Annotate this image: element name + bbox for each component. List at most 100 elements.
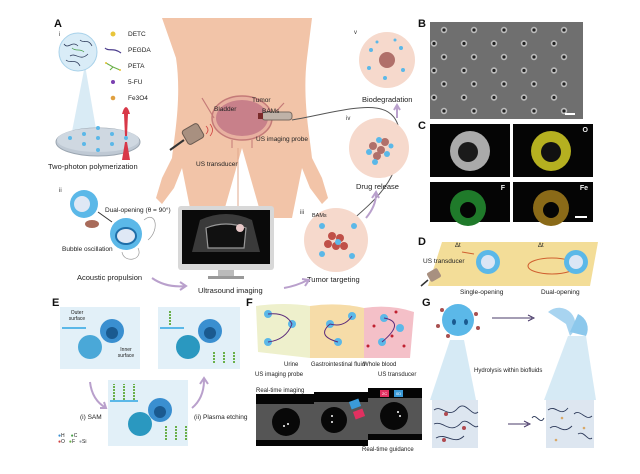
us-frame-2 (314, 392, 368, 446)
e-untreated-drawing (62, 319, 124, 359)
step-iv-caption: Drug release (356, 182, 399, 191)
legend-item: PEGDA (104, 42, 151, 58)
step-v-caption: Biodegradation (362, 95, 413, 104)
microstructure-opening (462, 41, 466, 46)
us-frame-1-drawing (256, 404, 314, 440)
microstructure-opening (552, 95, 556, 100)
atom-si: ●Si (79, 439, 87, 445)
panel-g-label: G (422, 297, 431, 309)
step-iv-numeral: iv (346, 116, 351, 122)
microstructure-opening (562, 109, 566, 113)
legend-label: DETC (128, 30, 146, 38)
microstructure-opening (492, 41, 496, 46)
panel-b-label: B (418, 18, 426, 30)
microstructure-opening (492, 68, 496, 73)
step-iii-caption: Tumor targeting (307, 275, 360, 284)
microstructure-opening (532, 82, 536, 86)
element-label-o: O (582, 127, 588, 134)
microstructure-opening (522, 68, 526, 73)
panel-f-label: F (246, 297, 253, 309)
microstructure-opening (432, 41, 436, 46)
f-us-transducer-label: US transducer (378, 372, 417, 378)
microstructure-opening (432, 95, 436, 100)
delta-t-single: Δt (455, 243, 461, 249)
microstructure-opening (552, 41, 556, 46)
inner-surface-label: Inner surface (117, 347, 135, 359)
atom-c: ●C (70, 433, 78, 439)
us-frame-1 (256, 394, 314, 446)
outer-surface-label: Outer surface (68, 310, 86, 322)
legend-label: Fe3O4 (128, 94, 148, 102)
microstructure-opening (522, 41, 526, 46)
microstructure-opening (472, 55, 476, 59)
structure-yellow (531, 131, 571, 171)
legend-item: Fe3O4 (104, 90, 151, 106)
microstructure-opening (562, 28, 566, 32)
plasma-etching-label: (ii) Plasma etching (194, 414, 248, 421)
tumor-targeting-circle (304, 208, 368, 272)
step-i-caption: Two-photon polymerization (48, 162, 138, 171)
structure-gray (450, 131, 490, 171)
bladder-label: Bladder (214, 106, 237, 113)
e-untreated-panel: Outer surface Inner surface (60, 307, 140, 369)
panel-c-label: C (418, 120, 426, 132)
microstructure-opening (562, 55, 566, 59)
scale-bar (575, 216, 587, 218)
arrow-to-targeting-icon (283, 278, 311, 289)
microstructure-opening (492, 95, 496, 100)
arrow-to-monitor-icon (151, 277, 188, 291)
bams-label: BAMs (262, 108, 280, 115)
microstructure-opening (442, 55, 446, 59)
microstructure-opening (502, 82, 506, 86)
detc-dot-icon (110, 31, 116, 37)
d-transducer-icon (420, 268, 441, 287)
step-v-numeral: v (354, 30, 357, 36)
e-sam-drawing (110, 384, 187, 440)
single-opening-label: Single-opening (460, 289, 504, 296)
atom-h: ●H (58, 433, 65, 439)
hydrolysis-caption: Hydrolysis within biofluids (474, 368, 543, 374)
realtime-guidance-label: Real-time guidance (362, 447, 414, 453)
propulsion-plane (428, 242, 598, 286)
microstructure-opening (502, 28, 506, 32)
us-transducer-icon (169, 123, 213, 151)
microstructure-opening (442, 82, 446, 86)
panel-e-label: E (52, 297, 60, 309)
eds-map-iron: Fe (513, 182, 593, 226)
legend-label: 5-FU (128, 78, 143, 86)
monitor-caption: Ultrasound imaging (198, 286, 263, 295)
acoustic-propulsion-illustration (70, 190, 156, 260)
us-frame-3-drawing (368, 398, 422, 434)
peta-chain-icon (105, 62, 121, 71)
microstructure-opening (522, 95, 526, 100)
microstructure-opening (502, 55, 506, 59)
biodegradation-circle (359, 32, 415, 88)
atom-legend: ●H ●C ●O ●F ●Si (58, 433, 108, 445)
scale-bar (565, 113, 575, 115)
arrow-plasma-icon (191, 376, 209, 409)
microstructure-opening (532, 55, 536, 59)
eds-map-oxygen: O (513, 124, 593, 177)
bubble-oscillation-label: Bubble oscillation (62, 246, 113, 253)
5fu-dot-icon (111, 80, 115, 84)
microstructure-opening (552, 68, 556, 73)
element-label-f: F (500, 185, 505, 192)
panel-a-legend: DETC PEGDA PETA 5-FU Fe3O4 (104, 26, 151, 106)
sem-single-image (430, 124, 510, 177)
gi-fluid-label: Gastrointestinal fluid (310, 362, 366, 368)
tag-2c: 2C (380, 390, 390, 397)
microstructure-opening (472, 82, 476, 86)
microstructure-opening (532, 109, 536, 113)
hydrolysis-illustration (430, 304, 596, 448)
whole-blood-label: Whole blood (363, 362, 397, 368)
microstructure-opening (462, 95, 466, 100)
panel-d-label: D (418, 236, 426, 248)
e-etched-drawing (160, 311, 235, 363)
microstructure-opening (462, 68, 466, 73)
atom-f: ●F (68, 439, 76, 445)
ultrasound-monitor-illustration (178, 206, 274, 279)
sem-image (430, 22, 583, 119)
microstructure-opening (442, 28, 446, 32)
delta-t-dual: Δt (538, 243, 544, 249)
urine-label: Urine (284, 362, 299, 368)
